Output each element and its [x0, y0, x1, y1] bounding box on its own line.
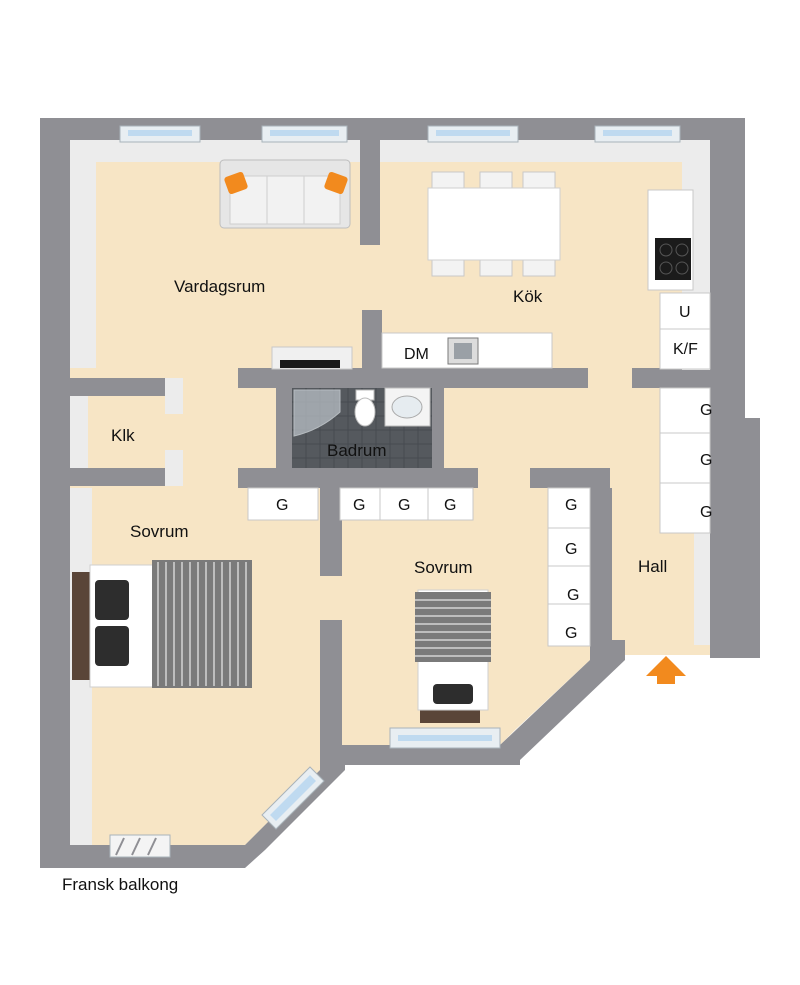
- wardrobe-label: G: [565, 497, 577, 514]
- wardrobe-label: G: [700, 402, 712, 419]
- wardrobe-label: G: [565, 541, 577, 558]
- single-bed: [415, 589, 491, 723]
- wardrobes: [247, 387, 711, 647]
- room-label-hall: Hall: [638, 557, 667, 576]
- wardrobe-label: G: [700, 452, 712, 469]
- windows: [109, 125, 681, 858]
- dishwasher-label: DM: [404, 346, 429, 363]
- room-label-vardagsrum: Vardagsrum: [174, 277, 265, 296]
- dining-table-icon: [427, 171, 561, 277]
- wardrobe-label: G: [398, 497, 410, 514]
- bed-icon: [72, 560, 252, 688]
- toilet-icon: [354, 389, 376, 427]
- room-label-klk: Klk: [111, 426, 135, 445]
- balcony-label: Fransk balkong: [62, 875, 178, 894]
- wardrobe-label: G: [353, 497, 365, 514]
- wardrobe-label: G: [567, 587, 579, 604]
- room-label-kok: Kök: [513, 287, 543, 306]
- wardrobe-label: G: [444, 497, 456, 514]
- kitchen-island: [381, 332, 553, 369]
- wardrobe-labels: G G G G G G G G G G G: [276, 402, 712, 642]
- stove-icon: [655, 238, 691, 280]
- sink-icon: [447, 337, 479, 365]
- room-label-sovrum-small: Sovrum: [414, 558, 473, 577]
- appliance-labels: DM U K/F: [404, 304, 698, 363]
- oven-label: U: [679, 304, 691, 321]
- wardrobe-label: G: [700, 504, 712, 521]
- tv-unit: [271, 346, 353, 370]
- room-labels: Vardagsrum Kök Klk Badrum Sovrum Sovrum …: [111, 277, 667, 577]
- sofa-icon: [219, 159, 351, 229]
- shower-icon: [293, 389, 341, 437]
- washbasin-icon: [384, 387, 431, 427]
- wardrobe-label: G: [565, 625, 577, 642]
- entrance-arrow-icon: [646, 656, 686, 684]
- wardrobe-label: G: [276, 497, 288, 514]
- room-label-badrum: Badrum: [327, 441, 387, 460]
- room-label-sovrum-large: Sovrum: [130, 522, 189, 541]
- kitchen-counter: [647, 189, 711, 370]
- fridge-freezer-label: K/F: [673, 341, 698, 358]
